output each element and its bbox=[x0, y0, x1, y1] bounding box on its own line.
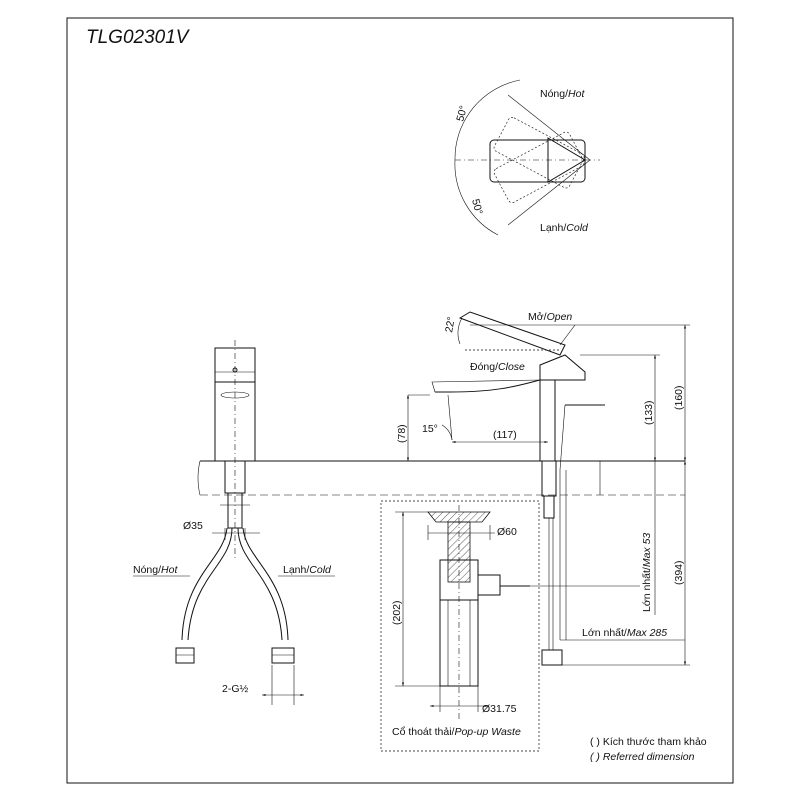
side-view: 22° Mở/Open Đóng/Close 15° (78) (117) (1… bbox=[396, 311, 690, 666]
dim-117: (117) bbox=[493, 429, 517, 441]
front-cold-label: Lạnh/Cold bbox=[283, 564, 332, 576]
counter-slab bbox=[197, 460, 685, 496]
dim-35: Ø35 bbox=[183, 520, 203, 532]
waste-caption: Cổ thoát thải/Pop-up Waste bbox=[392, 726, 521, 738]
max53-label: Lớn nhất/Max 53 bbox=[641, 533, 653, 612]
legend-line-1: ( ) Kích thước tham khảo bbox=[590, 736, 707, 748]
handle-top-center bbox=[489, 139, 586, 183]
top-hot-label: Nóng/Hot bbox=[540, 88, 585, 100]
handle-open bbox=[458, 311, 566, 356]
close-label: Đóng/Close bbox=[470, 361, 525, 373]
top-view: 50° 50° Nóng/Hot Lạnh/Cold bbox=[454, 79, 600, 236]
dim-3175: Ø31.75 bbox=[482, 703, 517, 715]
thread-label: 2-G½ bbox=[222, 683, 249, 695]
angle-hot-label: 50° bbox=[454, 104, 470, 122]
legend-line-2: ( ) Referred dimension bbox=[590, 751, 695, 763]
model-title: TLG02301V bbox=[86, 27, 191, 48]
open-label: Mở/Open bbox=[528, 311, 572, 323]
drawing-frame bbox=[66, 17, 734, 784]
max285-label: Lớn nhất/Max 285 bbox=[582, 627, 667, 639]
angle-open-label: 22° bbox=[443, 316, 458, 334]
front-view: Ø35 Nóng/Hot Lạnh/Cold 2-G½ bbox=[133, 340, 335, 705]
dim-202: (202) bbox=[391, 600, 403, 625]
handle-top-hot bbox=[493, 131, 585, 204]
angle-cold-label: 50° bbox=[469, 198, 485, 216]
top-cold-label: Lạnh/Cold bbox=[540, 222, 589, 234]
dim-133: (133) bbox=[643, 400, 655, 425]
front-hot-label: Nóng/Hot bbox=[133, 564, 178, 576]
dim-160: (160) bbox=[673, 385, 685, 410]
handle-top-cold bbox=[493, 116, 585, 189]
popup-waste: Ø60 (202) Ø31.75 Cổ thoát thải/Pop-up Wa… bbox=[380, 500, 540, 752]
dim-394: (394) bbox=[673, 560, 685, 585]
dim-60: Ø60 bbox=[497, 526, 517, 538]
dim-78: (78) bbox=[396, 424, 408, 443]
angle-spout-label: 15° bbox=[422, 423, 438, 435]
